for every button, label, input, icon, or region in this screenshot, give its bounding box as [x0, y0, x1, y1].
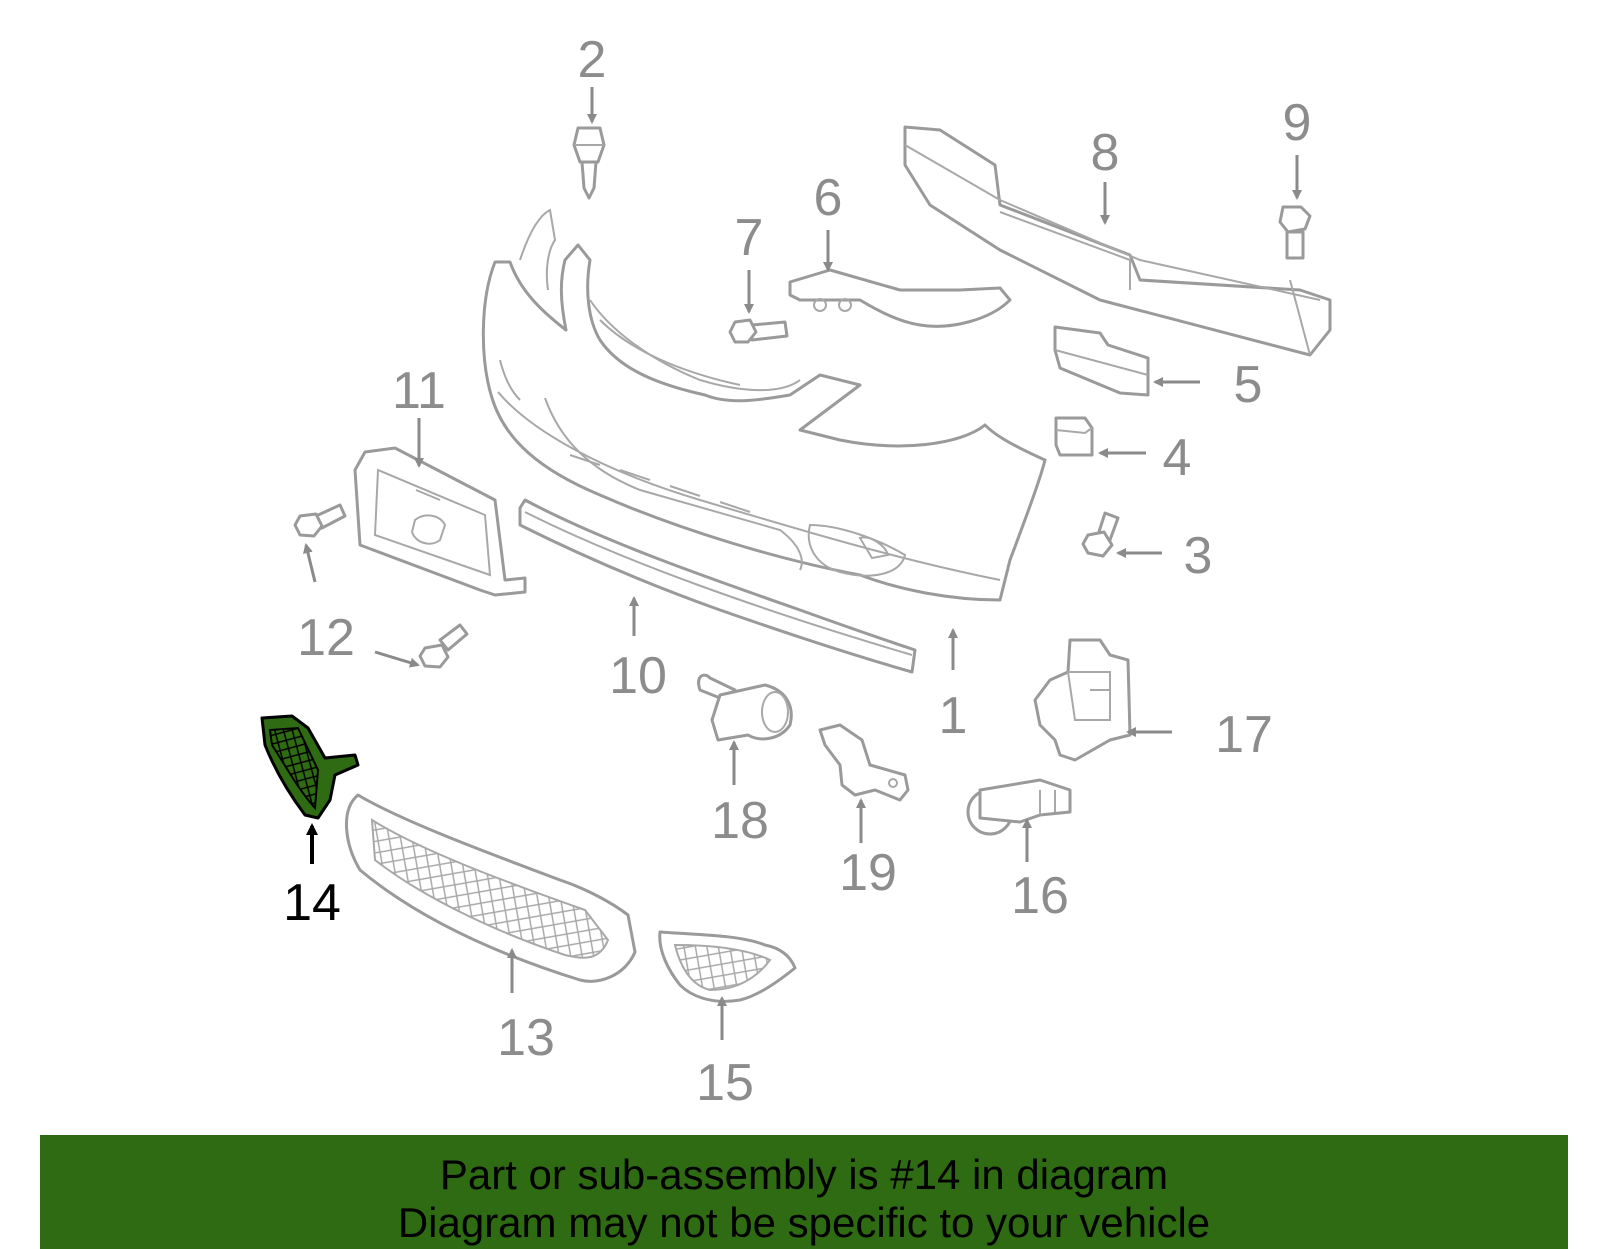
holder-part-17 [1033, 638, 1132, 762]
banner-line-disclaimer: Diagram may not be specific to your vehi… [397, 1199, 1211, 1246]
strip-part-10 [518, 498, 917, 674]
bumper-cover-part-1 [481, 208, 1047, 602]
leader-arrows [303, 87, 1302, 1040]
callout-14: 14 [283, 874, 341, 932]
callout-18: 18 [711, 792, 769, 850]
callout-1: 1 [939, 687, 968, 745]
callout-6: 6 [814, 169, 843, 227]
bracket-part-19 [818, 723, 910, 802]
sensor-part-18 [697, 673, 793, 742]
absorber-part-8 [903, 125, 1332, 357]
clip-part-2 [572, 126, 606, 200]
fog-grille-part-15 [658, 930, 797, 1003]
callout-17: 17 [1215, 706, 1273, 764]
banner-line-part: Part or sub-assembly is #14 in diagram [439, 1151, 1169, 1198]
side-grille-part-14 [260, 714, 360, 820]
bolt-part-12 [293, 503, 469, 669]
callout-4: 4 [1163, 429, 1192, 487]
bracket-part-5 [1053, 325, 1150, 397]
lower-grille-part-13 [345, 793, 637, 983]
bolt-part-9 [1278, 205, 1312, 260]
callout-2: 2 [578, 31, 607, 89]
callout-7: 7 [735, 209, 764, 267]
callout-3: 3 [1184, 527, 1213, 585]
callout-11: 11 [392, 362, 446, 420]
license-bracket-part-11 [353, 446, 527, 597]
bolt-part-7 [728, 318, 789, 344]
info-banner: Part or sub-assembly is #14 in diagram D… [40, 1135, 1568, 1249]
callout-8: 8 [1091, 124, 1120, 182]
clip-part-4 [1054, 416, 1094, 457]
callout-5: 5 [1234, 356, 1263, 414]
bolt-part-3 [1081, 511, 1120, 558]
sensor-part-16 [966, 778, 1072, 836]
callout-19: 19 [839, 844, 897, 902]
callout-9: 9 [1283, 94, 1312, 152]
callout-15: 15 [696, 1054, 754, 1112]
parts-diagram: 1 2 3 4 5 6 7 8 9 10 11 12 13 14 15 16 1… [260, 31, 1332, 1112]
callout-16: 16 [1011, 867, 1069, 925]
callout-12: 12 [297, 609, 355, 667]
bracket-part-6 [788, 268, 1012, 328]
callout-13: 13 [497, 1009, 555, 1067]
callout-10: 10 [609, 647, 667, 705]
